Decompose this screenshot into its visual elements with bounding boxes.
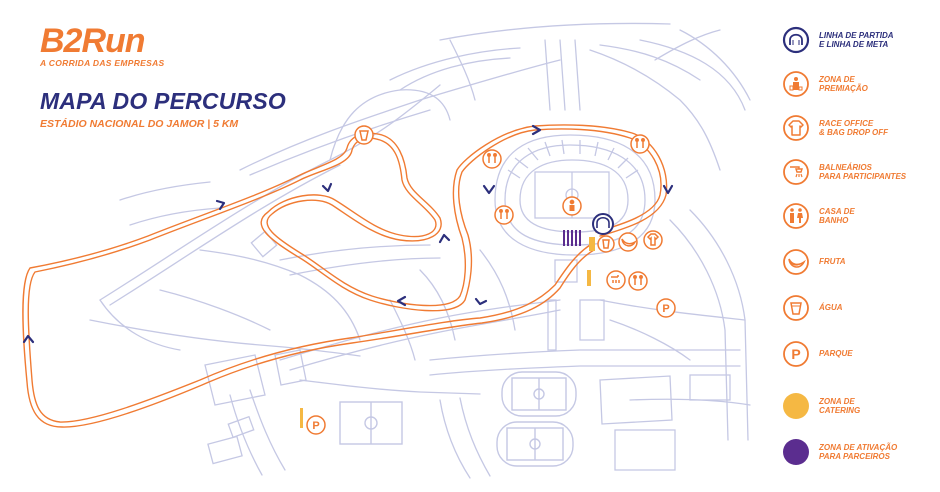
- tshirt-icon: [783, 115, 809, 141]
- legend-item-race-office: RACE OFFICE & BAG DROP OFF: [782, 110, 931, 146]
- toilet-icon: [783, 203, 809, 229]
- svg-text:P: P: [662, 303, 669, 315]
- zones: [300, 230, 595, 428]
- arrow-1: [482, 184, 496, 195]
- activation-zone: [563, 230, 581, 246]
- legend-label-line2: & BAG DROP OFF: [819, 128, 889, 137]
- banana-icon: [783, 249, 809, 275]
- brand-name: B2Run: [40, 22, 146, 60]
- arrow-4: [438, 233, 451, 244]
- legend-item-catering: ZONA DE CATERING: [782, 388, 931, 424]
- catering-zone: [589, 237, 595, 251]
- legend-item-award-zone: ZONA DE PREMIAÇÃO: [782, 66, 931, 102]
- map-tshirt-icon: [643, 230, 663, 250]
- map-toilet-icon-4: [628, 271, 648, 291]
- catering-zone-icon: [783, 393, 809, 419]
- legend-label-line1: BALNEÁRIOS: [819, 162, 872, 172]
- page-title: MAPA DO PERCURSO: [40, 88, 286, 114]
- arrow-5: [474, 297, 488, 306]
- arrow-8: [215, 199, 226, 211]
- svg-text:P: P: [312, 420, 319, 432]
- legend-label-line1: FRUTA: [819, 257, 846, 267]
- legend-label-line2: PARA PARCEIROS: [819, 452, 890, 461]
- legend-label-line2: BANHO: [819, 216, 849, 225]
- map-toilet-icon-1: [482, 149, 502, 169]
- activation-zone-icon: [783, 439, 809, 465]
- legend-label-line2: PARA PARTICIPANTES: [819, 172, 907, 181]
- award-zone-icon: [783, 71, 809, 97]
- page-subtitle: ESTÁDIO NACIONAL DO JAMOR | 5 KM: [40, 118, 239, 130]
- legend-label-line1: ÁGUA: [819, 303, 843, 313]
- direction-arrows: [22, 124, 674, 344]
- legend-label-line1: ZONA DE: [819, 396, 855, 406]
- buildings: [204, 230, 731, 471]
- parking-icon: P: [783, 341, 809, 367]
- legend-label-line1: ZONA DE ATIVAÇÃO: [819, 442, 898, 452]
- catering-zone-3: [300, 408, 303, 428]
- map-water-icon: [354, 125, 374, 145]
- map-parking-icon-1: P: [656, 298, 676, 318]
- map-banana-icon: [618, 232, 638, 252]
- map-icons: P P: [306, 125, 676, 435]
- legend-label-line2: CATERING: [819, 406, 861, 415]
- legend-label-line2: PREMIAÇÃO: [819, 84, 868, 93]
- legend-label-line2: E LINHA DE META: [819, 40, 889, 49]
- catering-zone-2: [587, 270, 591, 286]
- arrow-7: [321, 182, 333, 193]
- legend-label-line1: RACE OFFICE: [819, 118, 874, 128]
- legend-item-parking: P PARQUE: [782, 336, 931, 372]
- arrow-6: [396, 295, 407, 307]
- water-cup-icon: [783, 295, 809, 321]
- legend-label-line1: LINHA DE PARTIDA: [819, 30, 894, 40]
- map-award-icon: [562, 196, 582, 216]
- legend-label-line1: PARQUE: [819, 349, 853, 359]
- sports-fields: [339, 371, 577, 467]
- map-water-icon-2: [597, 235, 615, 253]
- arrow-2: [531, 124, 542, 136]
- shower-icon: [783, 159, 809, 185]
- legend-item-start-finish: LINHA DE PARTIDA E LINHA DE META: [782, 22, 931, 58]
- svg-text:P: P: [791, 346, 800, 362]
- legend-label-line1: ZONA DE: [819, 74, 855, 84]
- park-paths: [89, 22, 751, 479]
- map-start-finish-icon: [592, 213, 614, 235]
- brand-tagline: A CORRIDA DAS EMPRESAS: [40, 58, 165, 68]
- course-route: [22, 124, 668, 428]
- map-parking-icon-2: P: [306, 415, 326, 435]
- legend-label-line1: CASA DE: [819, 206, 855, 216]
- legend-item-water: ÁGUA: [782, 290, 931, 326]
- arrow-3: [662, 184, 674, 195]
- map-shower-icon: [606, 270, 626, 290]
- legend-item-activation: ZONA DE ATIVAÇÃO PARA PARCEIROS: [782, 434, 931, 470]
- legend-item-toilets: CASA DE BANHO: [782, 198, 931, 234]
- legend-item-showers: BALNEÁRIOS PARA PARTICIPANTES: [782, 154, 931, 190]
- map-toilet-icon-3: [630, 134, 650, 154]
- brand-logo: B2Run A CORRIDA DAS EMPRESAS: [40, 24, 165, 68]
- map-toilet-icon-2: [494, 205, 514, 225]
- legend-item-fruit: FRUTA: [782, 244, 931, 280]
- start-finish-icon: [782, 26, 810, 54]
- arrow-9: [22, 334, 35, 344]
